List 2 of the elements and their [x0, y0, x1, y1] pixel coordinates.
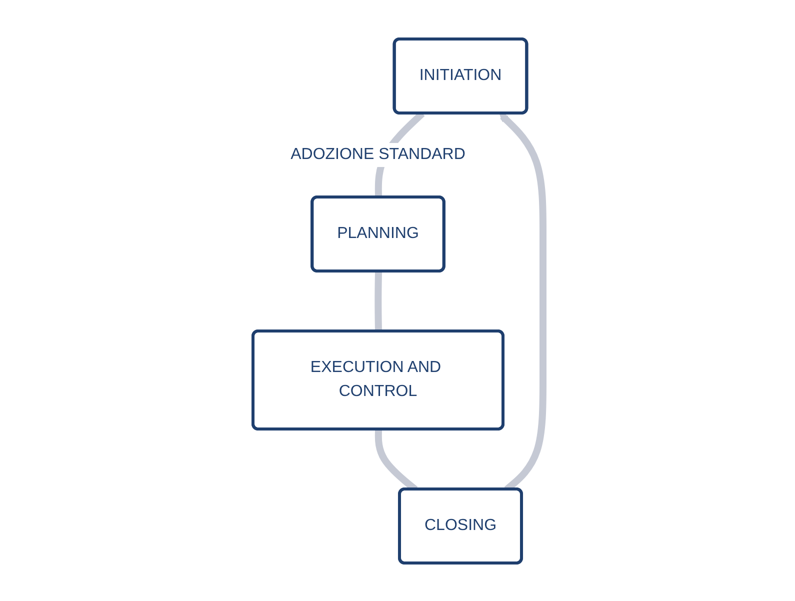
connector — [374, 270, 382, 332]
edge-label: ADOZIONE STANDARD — [290, 146, 465, 162]
